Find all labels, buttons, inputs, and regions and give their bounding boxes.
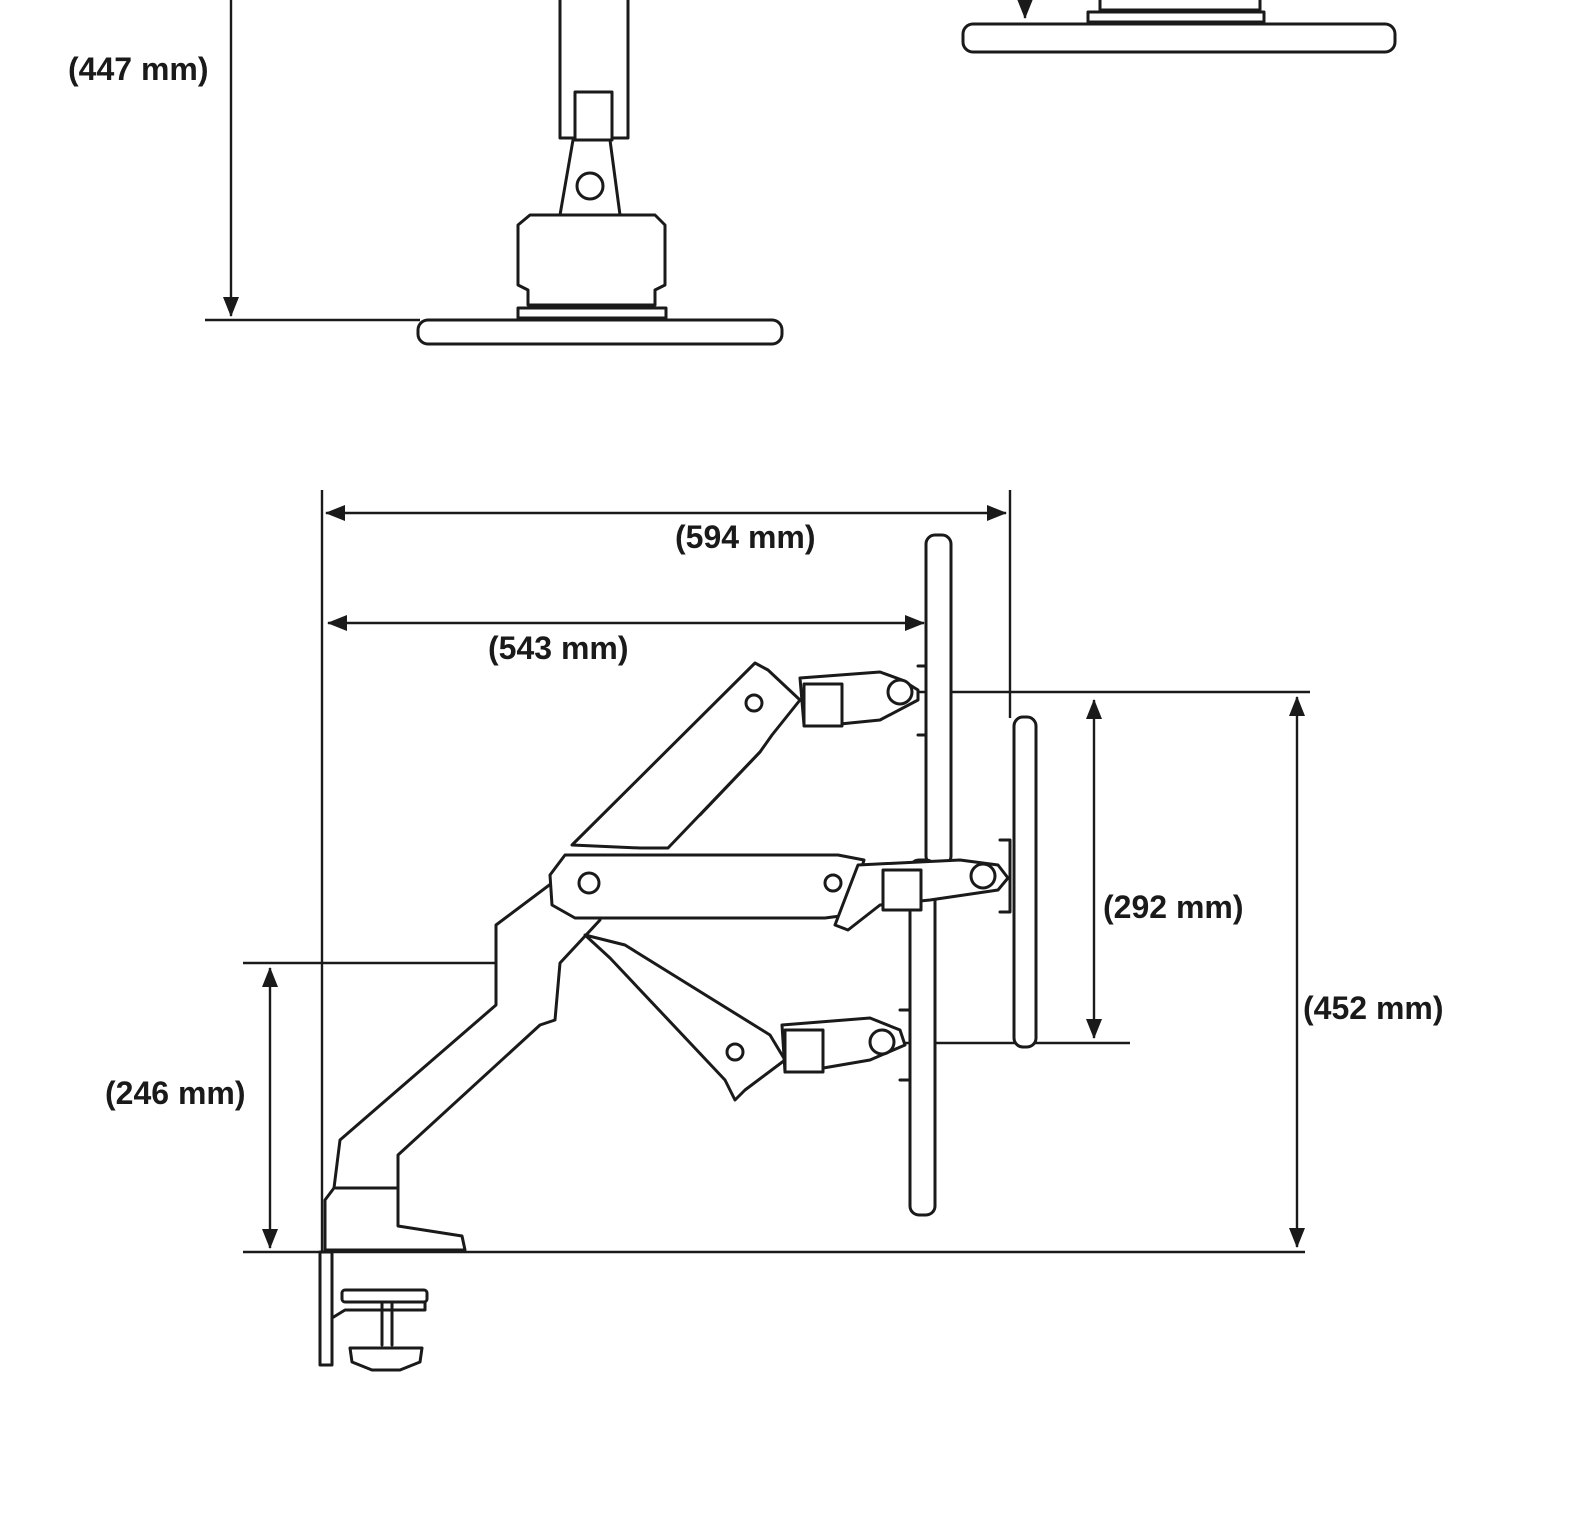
arm-post	[323, 878, 602, 1252]
label-543: (543 mm)	[488, 630, 629, 666]
label-246: (246 mm)	[105, 1075, 246, 1111]
arm-upper	[570, 661, 802, 850]
top-right-base-view	[961, 0, 1397, 54]
monitor-lower	[908, 858, 937, 1217]
label-594: (594 mm)	[675, 519, 816, 555]
label-447: (447 mm)	[68, 51, 209, 87]
front-view-arm	[205, 0, 784, 346]
arm-lower	[583, 933, 787, 1102]
arm-middle	[548, 853, 866, 920]
label-452: (452 mm)	[1303, 990, 1444, 1026]
monitor-upper	[924, 533, 953, 867]
monitor-far	[1012, 715, 1038, 1049]
side-view-arm	[243, 490, 1310, 1372]
label-292: (292 mm)	[1103, 889, 1244, 925]
desk-clamp	[318, 1250, 429, 1372]
